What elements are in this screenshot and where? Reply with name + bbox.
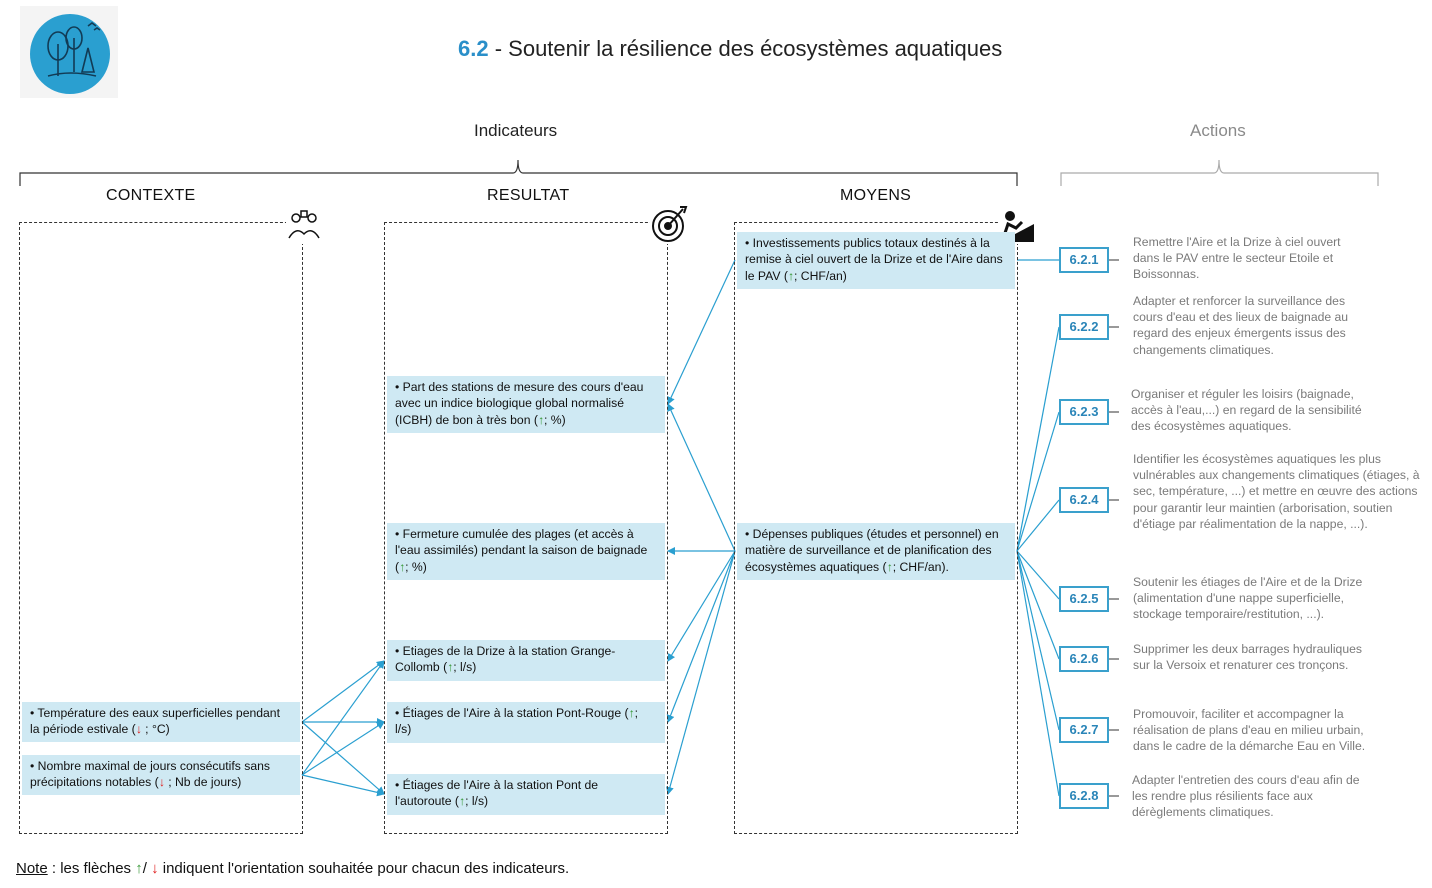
contexte-indicator: • Température des eaux superficielles pe…	[22, 702, 300, 742]
page-title: 6.2 - Soutenir la résilience des écosyst…	[458, 36, 1002, 62]
people-money-icon	[286, 208, 322, 244]
action-description: Identifier les écosystèmes aquatiques le…	[1133, 452, 1420, 531]
resultat-indicator: • Étiages de l'Aire à la station Pont-Ro…	[387, 702, 665, 743]
action-code: 6.2.2	[1059, 314, 1109, 340]
trees-logo	[30, 14, 110, 94]
action-code: 6.2.5	[1059, 586, 1109, 612]
resultat-indicator: • Étiages de l'Aire à la station Pont de…	[387, 774, 665, 815]
arrow-ctx2-res4	[301, 721, 385, 776]
resultat-indicator: • Etiages de la Drize à la station Grang…	[387, 640, 665, 681]
action-description: Soutenir les étiages de l'Aire et de la …	[1133, 575, 1363, 622]
arrow-moy1-res1	[667, 259, 736, 405]
arrow-ctx1-res3	[301, 660, 385, 723]
moyens-column-box	[734, 222, 1018, 834]
moyens-indicator: • Investissements publics totaux destiné…	[737, 232, 1015, 289]
footnote: Note : les flèches ↑/ ↓ indiquent l'orie…	[16, 860, 570, 877]
arrow-ctx2-res5	[301, 774, 385, 797]
contexte-column-box	[19, 222, 303, 834]
resultat-column-box	[384, 222, 668, 834]
link-moy2-a2	[1016, 326, 1060, 552]
arrow-moy2-res1	[667, 403, 736, 552]
indicateurs-brace	[19, 159, 1018, 186]
indicateurs-header: Indicateurs	[474, 121, 558, 140]
link-moy2-a8	[1016, 550, 1060, 797]
action-description: Promouvoir, faciliter et accompagner la …	[1133, 707, 1366, 754]
note-label: Note	[16, 860, 48, 877]
moyens-indicator: • Dépenses publiques (études et personne…	[737, 523, 1015, 580]
action-description: Organiser et réguler les loisirs (baigna…	[1131, 387, 1362, 434]
resultat-indicator: • Fermeture cumulée des plages (et accès…	[387, 523, 665, 580]
column-resultat: RESULTAT	[487, 187, 570, 204]
action-description: Remettre l'Aire et la Drize à ciel ouver…	[1133, 235, 1341, 282]
action-code: 6.2.4	[1059, 487, 1109, 513]
link-moy2-a5	[1016, 550, 1060, 600]
resultat-indicator: • Part des stations de mesure des cours …	[387, 376, 665, 433]
column-moyens: MOYENS	[840, 187, 912, 204]
column-contexte: CONTEXTE	[106, 187, 196, 204]
action-description: Supprimer les deux barrages hydrauliques…	[1133, 642, 1362, 673]
link-moy2-a6	[1016, 550, 1060, 660]
arrow-moy2-res4	[666, 550, 736, 723]
action-description: Adapter l'entretien des cours d'eau afin…	[1132, 773, 1360, 820]
action-code: 6.2.7	[1059, 717, 1109, 743]
target-icon	[650, 204, 688, 244]
action-code: 6.2.3	[1059, 399, 1109, 425]
actions-brace	[1060, 159, 1379, 186]
link-moy2-a3	[1016, 411, 1060, 552]
link-moy2-a7	[1016, 550, 1060, 731]
action-code: 6.2.1	[1059, 247, 1109, 273]
arrow-ctx2-res3	[301, 660, 385, 776]
arrow-ctx1-res5	[301, 721, 385, 795]
title-number: 6.2	[458, 36, 489, 61]
actions-header: Actions	[1190, 121, 1246, 140]
title-text: - Soutenir la résilience des écosystèmes…	[494, 36, 1003, 61]
contexte-indicator: • Nombre maximal de jours consécutifs sa…	[22, 755, 300, 795]
arrow-moy2-res3	[667, 550, 736, 662]
link-moy2-a4	[1016, 499, 1060, 552]
arrow-moy2-res5	[666, 550, 736, 795]
action-code: 6.2.8	[1059, 783, 1109, 809]
action-description: Adapter et renforcer la surveillance des…	[1133, 294, 1349, 357]
action-code: 6.2.6	[1059, 646, 1109, 672]
